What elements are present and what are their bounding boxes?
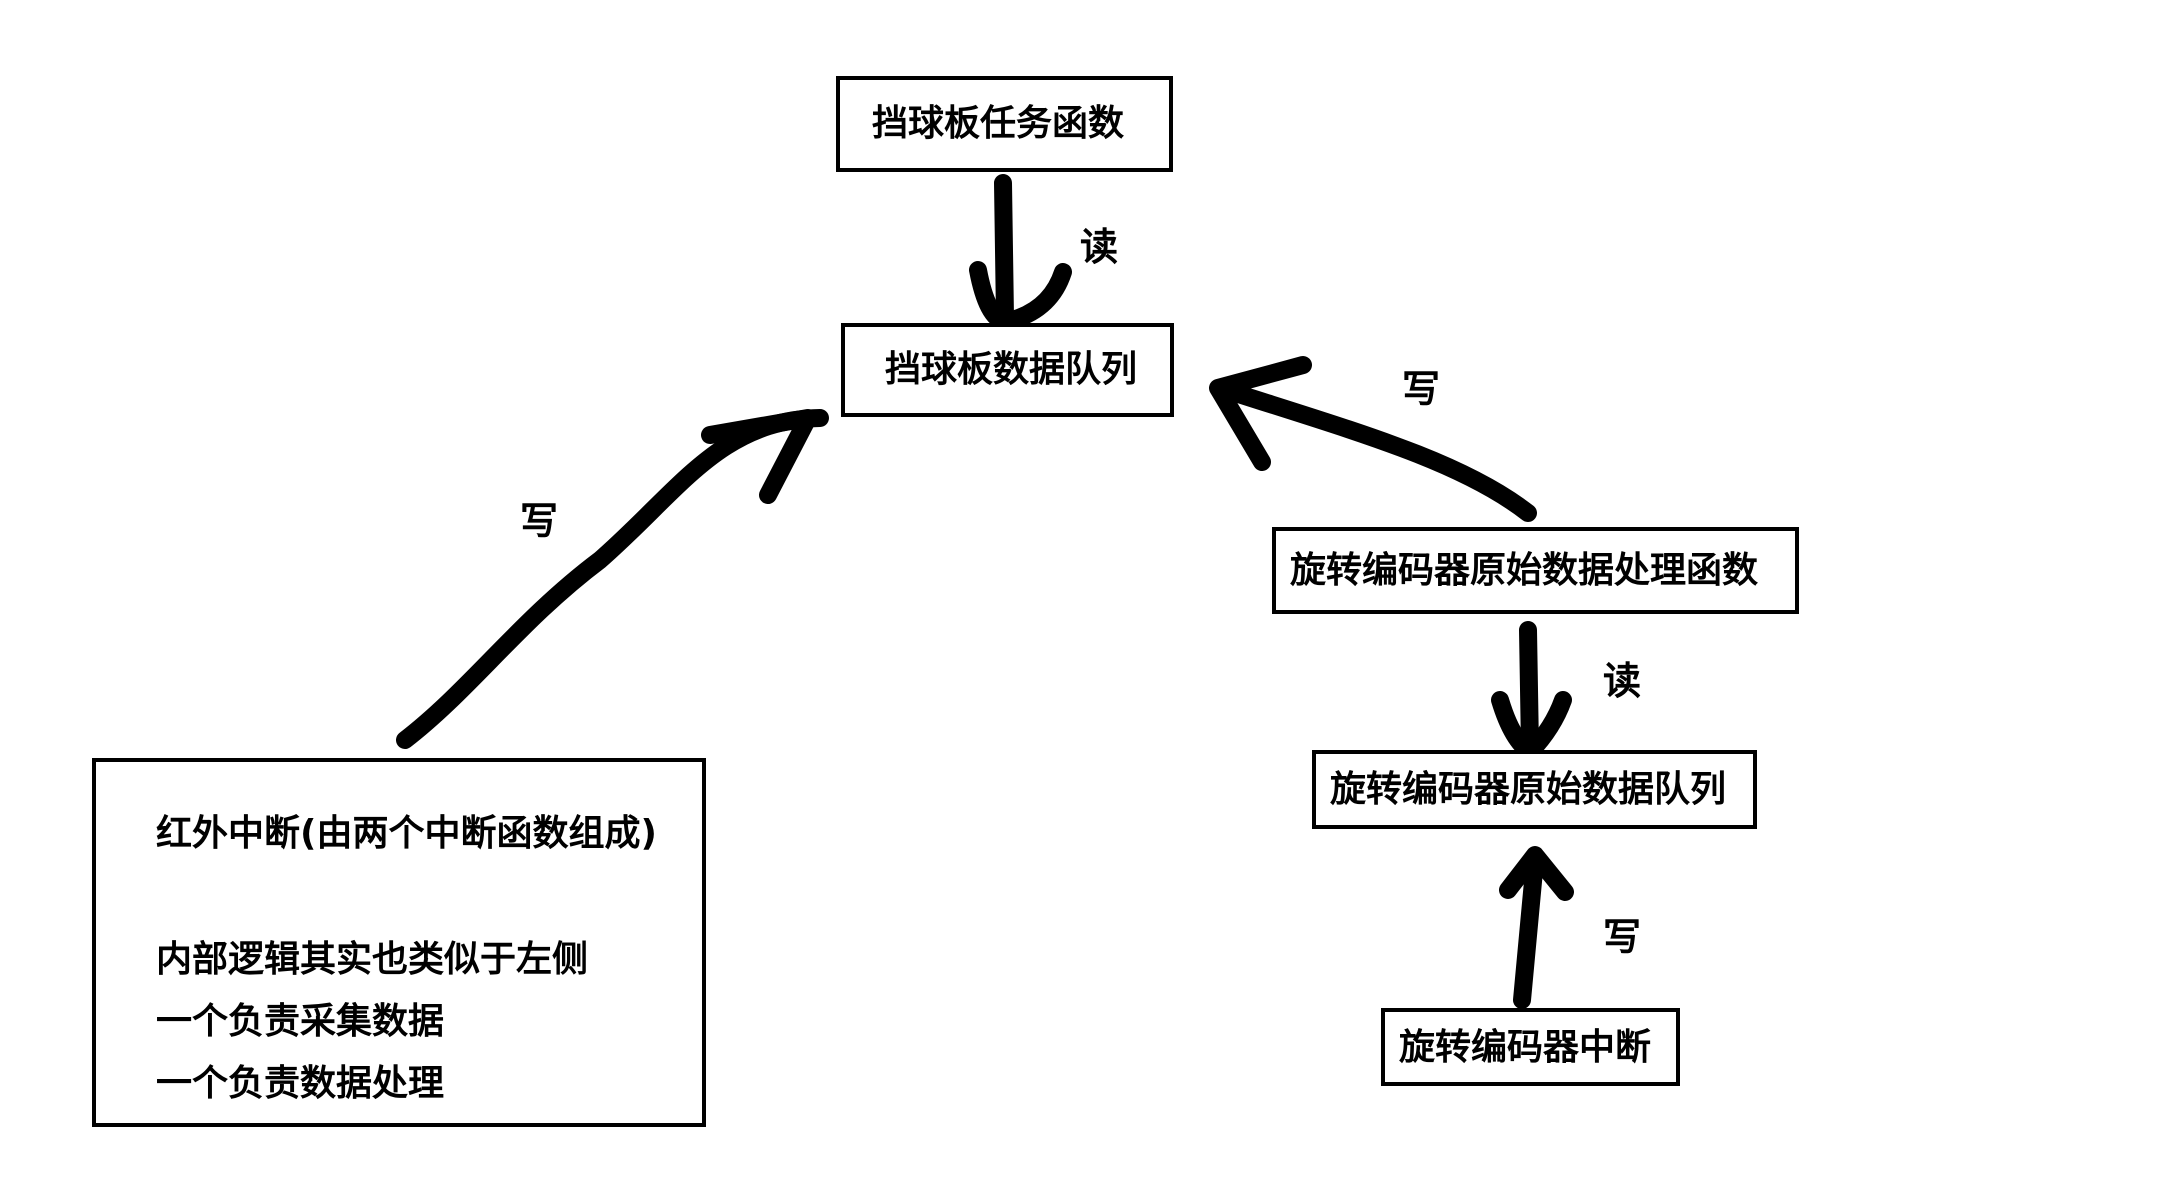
node-encoder-queue: 旋转编码器原始数据队列: [1312, 750, 1757, 829]
edge-label-process-reads: 读: [1603, 659, 1642, 703]
node-encoder-isr-label: 旋转编码器中断: [1399, 1027, 1652, 1068]
node-paddle-queue-label: 挡球板数据队列: [885, 349, 1138, 390]
arrow-isr-to-encoder-queue: [1499, 846, 1574, 1009]
arrow-task-to-queue: [969, 174, 1072, 331]
node-encoder-isr: 旋转编码器中断: [1381, 1008, 1680, 1086]
ir-block-line-2: 一个负责采集数据: [156, 1001, 445, 1042]
arrow-process-to-queue: [1209, 356, 1537, 522]
edge-label-process-writes: 写: [1402, 367, 1441, 411]
edge-label-ir-writes: 写: [520, 499, 559, 543]
node-ir-interrupt: 红外中断(由两个中断函数组成) 内部逻辑其实也类似于左侧 一个负责采集数据 一个…: [92, 758, 706, 1127]
node-paddle-task-label: 挡球板任务函数: [872, 103, 1125, 144]
edge-label-isr-writes: 写: [1603, 915, 1642, 959]
node-encoder-process-label: 旋转编码器原始数据处理函数: [1290, 550, 1759, 591]
node-encoder-queue-label: 旋转编码器原始数据队列: [1330, 769, 1727, 810]
ir-block-line-1: 内部逻辑其实也类似于左侧: [156, 939, 589, 980]
arrow-process-to-encoder-queue: [1491, 621, 1572, 761]
ir-block-line-3: 一个负责数据处理: [156, 1063, 445, 1104]
node-encoder-process: 旋转编码器原始数据处理函数: [1272, 527, 1799, 614]
arrow-ir-to-queue: [396, 409, 829, 749]
edge-label-task-reads: 读: [1080, 225, 1119, 269]
node-paddle-task: 挡球板任务函数: [836, 76, 1173, 172]
node-paddle-queue: 挡球板数据队列: [841, 323, 1174, 417]
ir-block-title: 红外中断(由两个中断函数组成): [156, 813, 657, 854]
